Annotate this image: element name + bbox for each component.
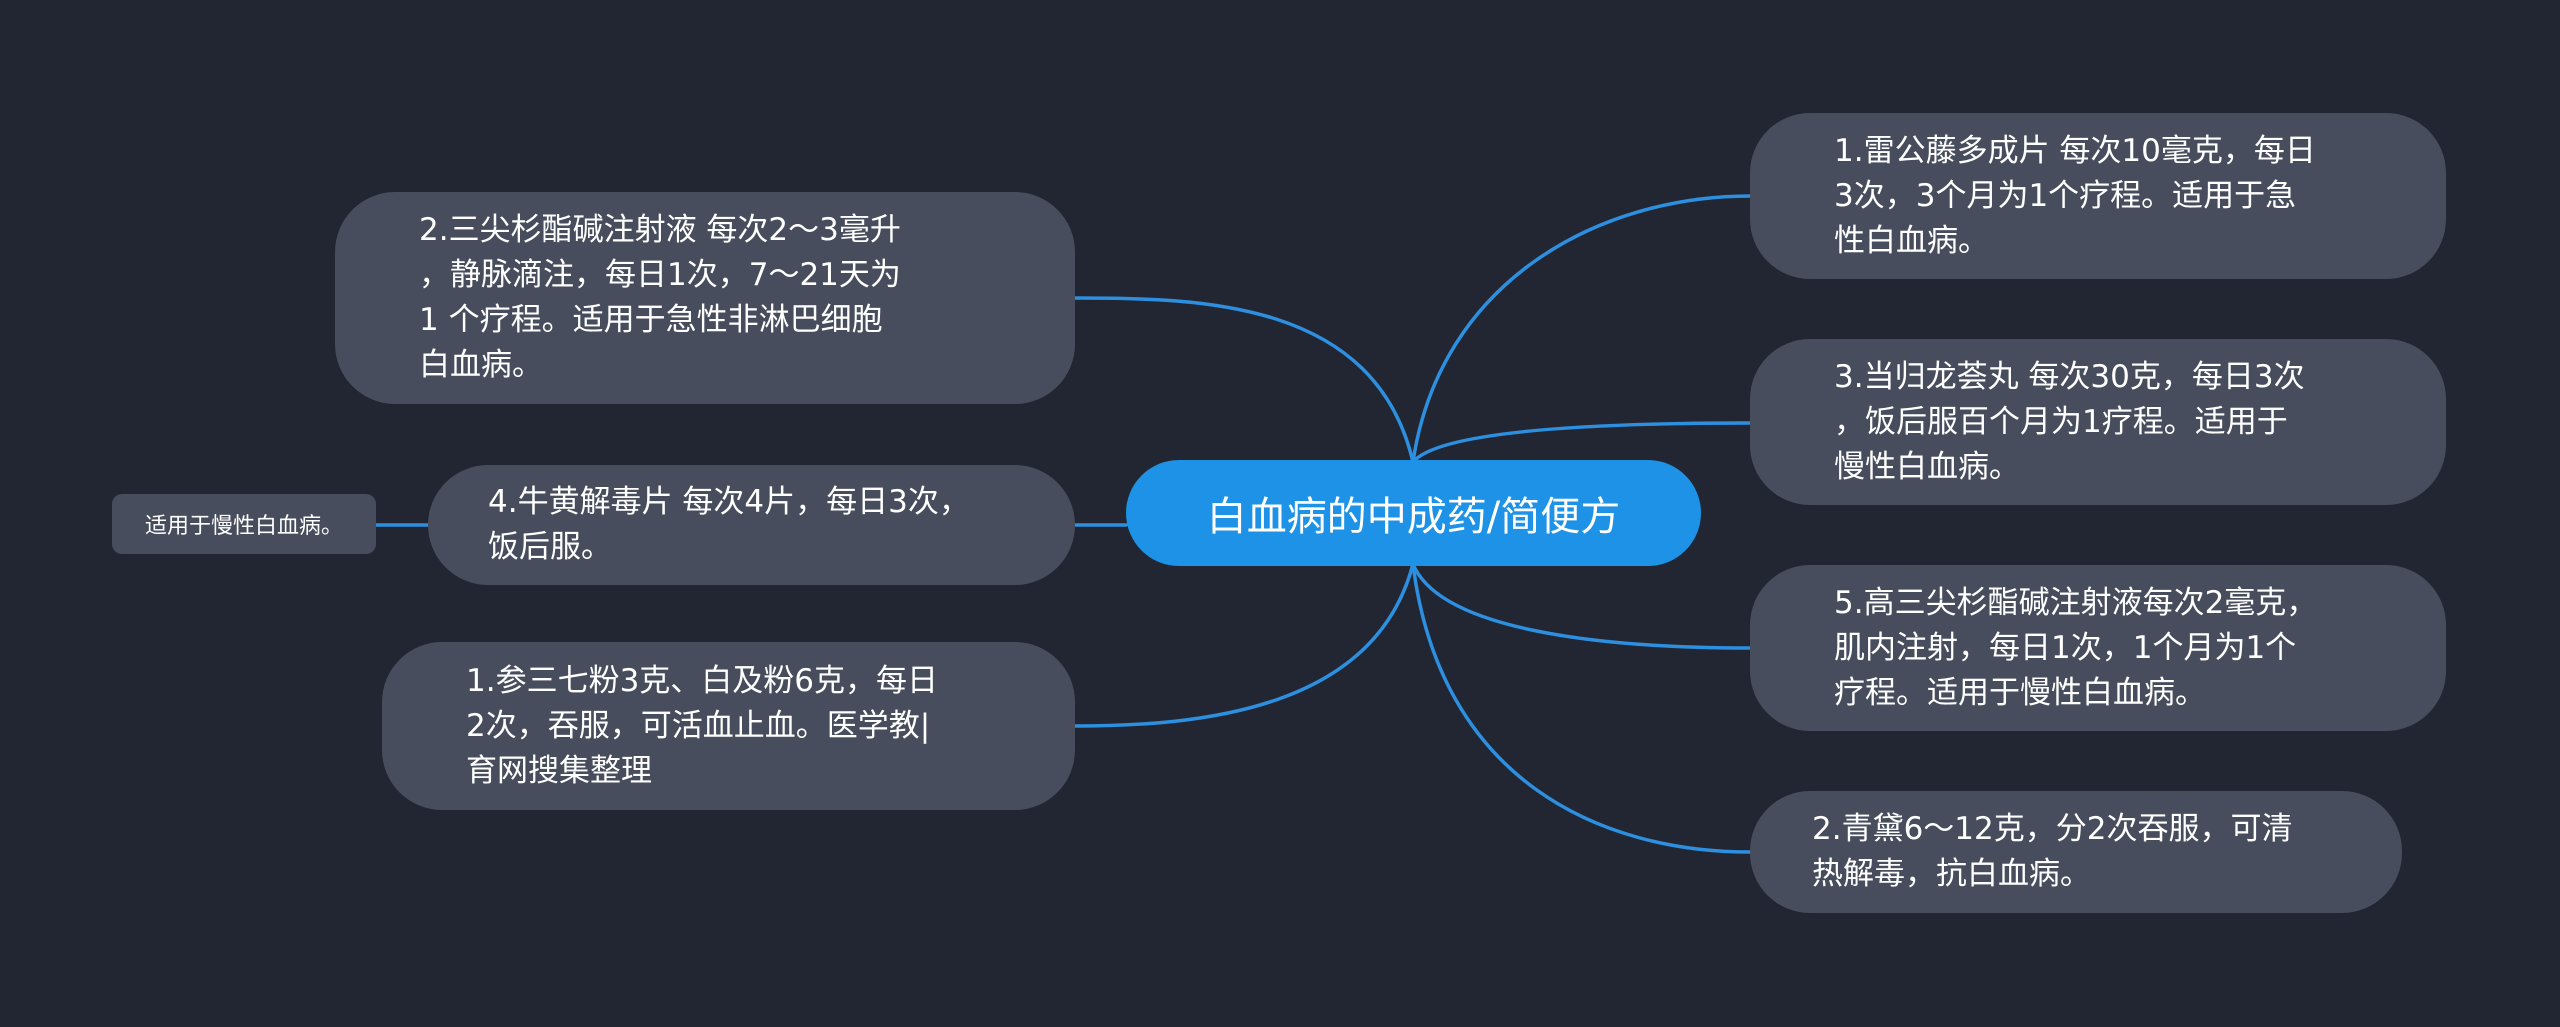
topic-text: 1.参三七粉3克、白及粉6克，每日 2次，吞服，可活血止血。医学教| 育网搜集整… (466, 662, 939, 789)
topic-niuhuang-tablet[interactable]: 4.牛黄解毒片 每次4片，每日3次， 饭后服。 (428, 465, 1075, 585)
subtopic-text: 适用于慢性白血病。 (144, 514, 343, 539)
topic-text: 2.三尖杉酯碱注射液 每次2～3毫升 ，静脉滴注，每日1次，7～21天为 1 个… (419, 212, 901, 383)
central-topic[interactable]: 白血病的中成药/简便方 (1126, 460, 1701, 566)
topic-text: 1.雷公藤多成片 每次10毫克，每日 3次，3个月为1个疗程。适用于急 性白血病… (1834, 132, 2316, 259)
topic-danggui-pill[interactable]: 3.当归龙荟丸 每次30克，每日3次 ，饭后服百个月为1疗程。适用于 慢性白血病… (1750, 339, 2446, 505)
connector-right-2 (1411, 421, 1752, 464)
topic-qingdai[interactable]: 2.青黛6～12克，分2次吞服，可清 热解毒，抗白血病。 (1750, 791, 2402, 913)
connector-left-3 (1073, 562, 1415, 728)
topic-homoharringtonine-injection[interactable]: 5.高三尖杉酯碱注射液每次2毫克， 肌内注射，每日1次，1个月为1个 疗程。适用… (1750, 565, 2446, 731)
topic-leigongteng-tablet[interactable]: 1.雷公藤多成片 每次10毫克，每日 3次，3个月为1个疗程。适用于急 性白血病… (1750, 113, 2446, 279)
topic-sanqi-powder[interactable]: 1.参三七粉3克、白及粉6克，每日 2次，吞服，可活血止血。医学教| 育网搜集整… (382, 642, 1075, 810)
connector-left-1 (1073, 296, 1415, 464)
connector-right-4 (1411, 562, 1752, 854)
topic-text: 2.青黛6～12克，分2次吞服，可清 热解毒，抗白血病。 (1812, 811, 2293, 892)
topic-text: 5.高三尖杉酯碱注射液每次2毫克， 肌内注射，每日1次，1个月为1个 疗程。适用… (1834, 584, 2318, 711)
subtopic-chronic-leukemia[interactable]: 适用于慢性白血病。 (112, 494, 376, 554)
topic-sanjianshan-injection[interactable]: 2.三尖杉酯碱注射液 每次2～3毫升 ，静脉滴注，每日1次，7～21天为 1 个… (335, 192, 1075, 404)
topic-text: 4.牛黄解毒片 每次4片，每日3次， 饭后服。 (488, 484, 970, 565)
connector-right-3 (1411, 562, 1752, 650)
topic-text: 3.当归龙荟丸 每次30克，每日3次 ，饭后服百个月为1疗程。适用于 慢性白血病… (1834, 358, 2305, 485)
connector-right-1 (1411, 194, 1752, 464)
